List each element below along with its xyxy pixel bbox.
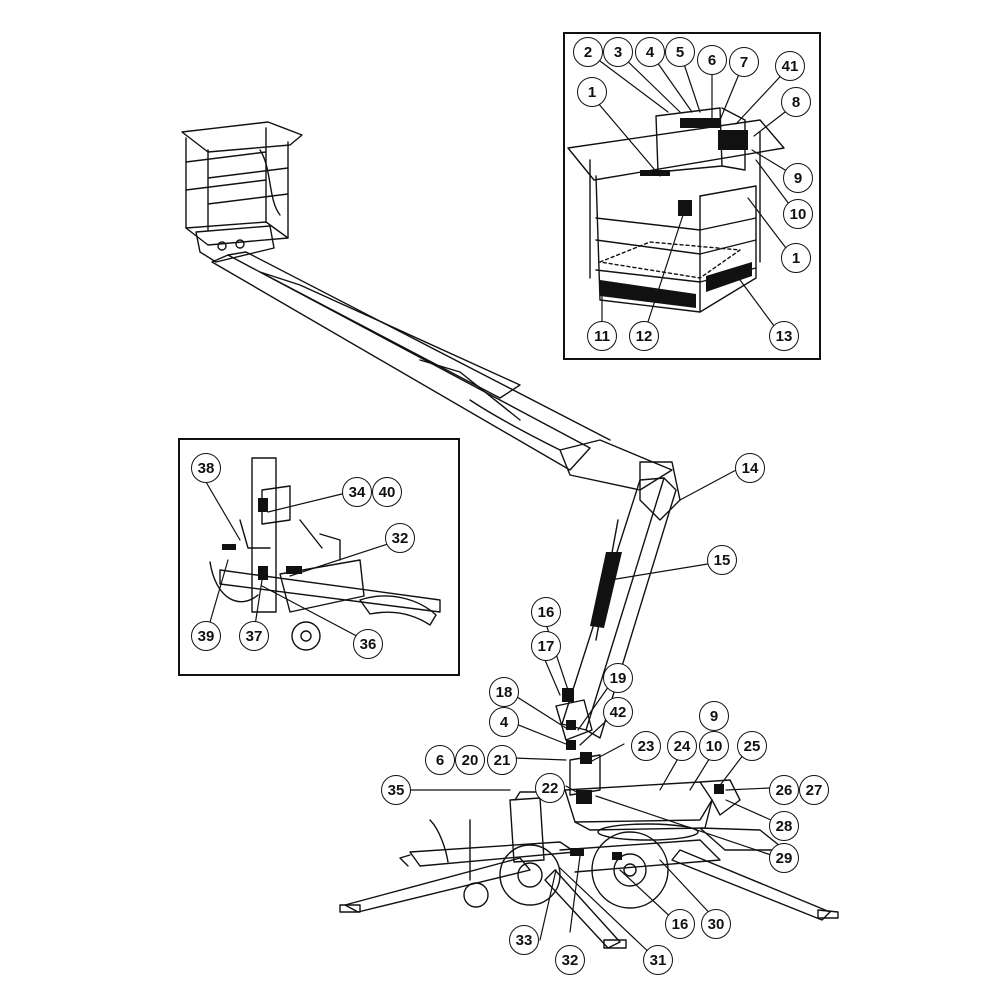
callout-37: 37 — [239, 621, 269, 651]
callout-23: 23 — [631, 731, 661, 761]
platform-inset-decals — [600, 118, 752, 308]
callout-32-main: 32 — [555, 945, 585, 975]
boom — [211, 251, 681, 741]
chassis — [339, 791, 839, 949]
hitch-inset-decals — [222, 498, 302, 580]
callout-16-boom: 16 — [531, 597, 561, 627]
callout-15: 15 — [707, 545, 737, 575]
callout-7: 7 — [729, 47, 759, 77]
callout-8: 8 — [781, 87, 811, 117]
callout-38: 38 — [191, 453, 221, 483]
callout-11: 11 — [587, 321, 617, 351]
callout-4: 4 — [635, 37, 665, 67]
callout-27: 27 — [799, 775, 829, 805]
callout-35: 35 — [381, 775, 411, 805]
callout-5: 5 — [665, 37, 695, 67]
callout-2: 2 — [573, 37, 603, 67]
callout-17: 17 — [531, 631, 561, 661]
callout-24: 24 — [667, 731, 697, 761]
callout-28: 28 — [769, 811, 799, 841]
callout-19: 19 — [603, 663, 633, 693]
callout-10-main: 10 — [699, 731, 729, 761]
leader-lines — [205, 51, 799, 959]
callout-22: 22 — [535, 773, 565, 803]
callout-42: 42 — [603, 697, 633, 727]
callout-16-main: 16 — [665, 909, 695, 939]
callout-34: 34 — [342, 477, 372, 507]
turntable — [564, 754, 741, 841]
callout-41: 41 — [775, 51, 805, 81]
callout-9-main: 9 — [699, 701, 729, 731]
callout-36: 36 — [353, 629, 383, 659]
callout-25: 25 — [737, 731, 767, 761]
callout-29: 29 — [769, 843, 799, 873]
callout-20: 20 — [455, 745, 485, 775]
callout-18: 18 — [489, 677, 519, 707]
callout-30: 30 — [701, 909, 731, 939]
callout-39: 39 — [191, 621, 221, 651]
callout-40: 40 — [372, 477, 402, 507]
callout-9-inset: 9 — [783, 163, 813, 193]
callout-4-boom: 4 — [489, 707, 519, 737]
callout-31: 31 — [643, 945, 673, 975]
callout-6: 6 — [697, 45, 727, 75]
callout-3: 3 — [603, 37, 633, 67]
callout-14: 14 — [735, 453, 765, 483]
callout-21: 21 — [487, 745, 517, 775]
callout-1-right: 1 — [781, 243, 811, 273]
callout-13: 13 — [769, 321, 799, 351]
main-decals — [562, 552, 724, 860]
hitch-inset-drawing — [209, 457, 441, 651]
callout-33: 33 — [509, 925, 539, 955]
callout-32-inset: 32 — [385, 523, 415, 553]
callout-12: 12 — [629, 321, 659, 351]
hitch-detail-inset — [178, 438, 460, 676]
callout-6-main: 6 — [425, 745, 455, 775]
callout-26: 26 — [769, 775, 799, 805]
callout-10-inset: 10 — [783, 199, 813, 229]
platform-basket — [181, 121, 303, 263]
callout-1-top: 1 — [577, 77, 607, 107]
